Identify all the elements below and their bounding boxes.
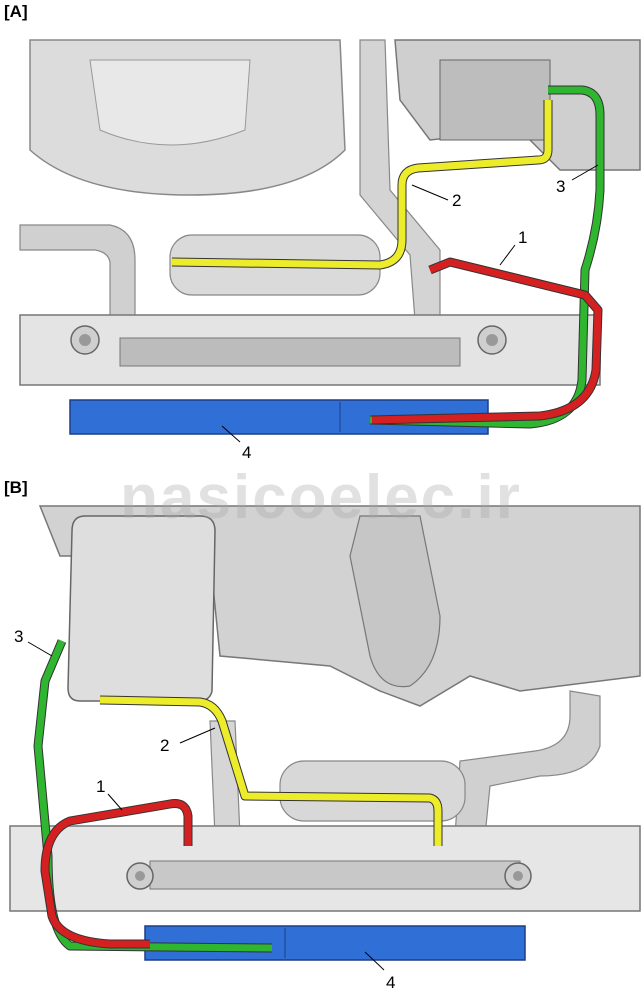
callout-4: 4 — [242, 443, 251, 462]
intake-pipe — [349, 515, 441, 688]
right-pipe — [454, 690, 601, 837]
oil-pan — [67, 515, 216, 702]
callout-3: 3 — [14, 627, 23, 646]
panel-a: [A] 1 — [0, 0, 642, 492]
callout-3: 3 — [556, 177, 565, 196]
callout-1: 1 — [518, 228, 527, 247]
callout-2: 2 — [160, 736, 169, 755]
crossmember-bar — [149, 860, 521, 890]
callout-1: 1 — [96, 777, 105, 796]
valve-body — [439, 59, 551, 141]
panel-b: [B] 1 — [0, 476, 642, 992]
crossmember-bar — [119, 337, 461, 367]
center-tank — [279, 760, 466, 822]
panel-b-label: [B] — [4, 478, 28, 497]
panel-a-drawing: 1 2 3 4 — [19, 39, 641, 462]
panel-a-label: [A] — [4, 2, 28, 21]
panel-b-drawing: 1 2 3 4 — [9, 505, 641, 992]
oil-pan-ridge — [89, 59, 251, 146]
callout-2: 2 — [452, 191, 461, 210]
callout-4: 4 — [386, 973, 395, 992]
left-pipe — [19, 224, 136, 321]
